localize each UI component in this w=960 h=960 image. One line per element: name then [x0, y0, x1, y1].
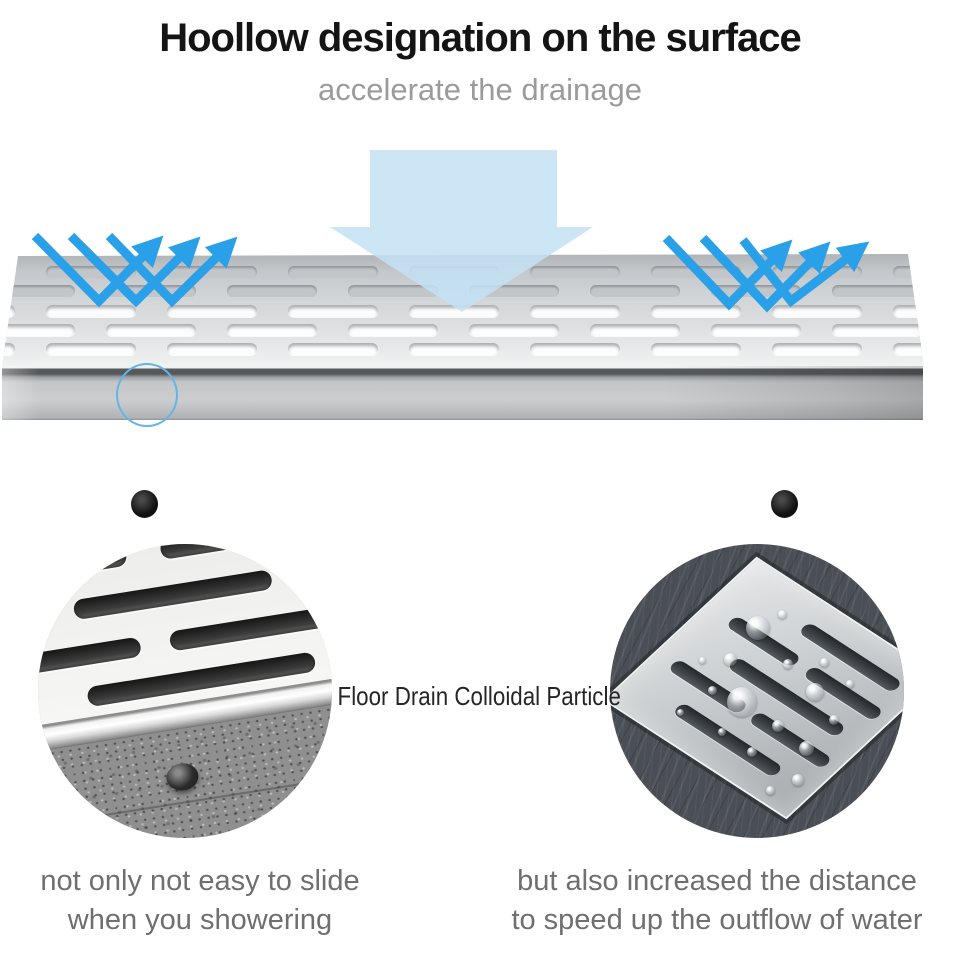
grate-slot — [2, 324, 75, 336]
page-title: Hoollow designation on the surface — [159, 16, 802, 60]
water-droplet-icon — [707, 685, 717, 695]
closeup-grate-photo — [38, 544, 332, 838]
water-droplet-icon — [723, 652, 737, 666]
grate-slot — [288, 343, 378, 355]
grate-slot — [2, 343, 15, 355]
closeup-slot — [72, 569, 274, 621]
grate-slot — [167, 266, 257, 278]
water-droplet-icon — [819, 657, 829, 667]
grate-slot — [530, 266, 620, 278]
caption-left: not only not easy to slide when you show… — [0, 862, 400, 940]
caption-line: not only not easy to slide — [40, 865, 360, 897]
grate-slot — [832, 324, 922, 336]
grate-slot — [590, 285, 680, 297]
water-droplet-icon — [806, 683, 824, 701]
water-droplet-icon — [718, 728, 726, 736]
screw-highlight-ring — [116, 363, 178, 427]
page-subtitle: accelerate the drainage — [317, 72, 642, 107]
closeup-slot — [299, 544, 332, 585]
grate-slot — [530, 343, 620, 355]
inset-center-label: Floor Drain Colloidal Particle — [337, 681, 621, 711]
grate-slot — [469, 324, 559, 336]
grate-slot — [530, 305, 620, 317]
grate-slot — [409, 343, 499, 355]
grate-slot — [2, 285, 75, 297]
grate-slot — [348, 285, 438, 297]
grate-slot — [772, 305, 862, 317]
closeup-slot — [159, 544, 332, 560]
caption-line: to speed up the outflow of water — [511, 904, 923, 936]
closeup-slot — [671, 702, 784, 779]
grate-slot — [167, 343, 257, 355]
grate-slot — [711, 324, 801, 336]
grate-slot — [46, 343, 136, 355]
water-down-arrow-icon — [330, 150, 593, 312]
water-droplet-icon — [747, 747, 757, 757]
closeup-droplets-photo — [610, 544, 904, 838]
grate-slot — [288, 266, 378, 278]
water-droplet-icon — [792, 774, 804, 786]
grate-slot — [409, 305, 499, 317]
grate-slot — [651, 343, 741, 355]
water-droplet-icon — [765, 785, 775, 795]
closeup-slot — [38, 545, 128, 585]
closeup-wet-plate — [610, 556, 904, 820]
closeup-screw-icon — [164, 761, 201, 793]
grate-slot — [46, 305, 136, 317]
closeup-slot — [168, 594, 332, 652]
water-droplet-icon — [798, 740, 814, 756]
water-droplet-icon — [846, 680, 854, 688]
grate-slot — [893, 266, 924, 278]
water-droplet-icon — [777, 609, 787, 619]
grate-slot — [288, 305, 378, 317]
grate-slot — [106, 324, 196, 336]
grate-slot — [227, 285, 317, 297]
water-droplet-icon — [783, 659, 793, 669]
water-droplet-icon — [746, 616, 770, 640]
closeup-grate-rotated-layers — [38, 544, 332, 838]
water-droplet-icon — [676, 708, 684, 716]
water-droplet-icon — [772, 720, 784, 732]
splash-arrows-left-icon — [31, 232, 238, 308]
closeup-slot — [38, 636, 143, 679]
grate-slot — [348, 324, 438, 336]
caption-right: but also increased the distance to speed… — [478, 862, 956, 940]
grate-slot — [893, 305, 924, 317]
grate-slot — [227, 324, 317, 336]
grate-slot — [651, 305, 741, 317]
water-droplet-icon — [698, 656, 706, 664]
water-droplet-icon — [727, 687, 757, 717]
grate-slot — [167, 305, 257, 317]
grate-slot — [2, 266, 15, 278]
grate-slot — [772, 343, 862, 355]
grate-slot — [590, 324, 680, 336]
screw-hole-left-icon — [131, 490, 158, 518]
splash-arrows-right-icon — [662, 234, 870, 313]
grate-slot — [2, 305, 15, 317]
screw-hole-right-icon — [771, 490, 798, 518]
caption-line: when you showering — [67, 904, 333, 936]
caption-line: but also increased the distance — [517, 865, 917, 897]
grate-slot — [893, 343, 924, 355]
grate-slot — [832, 285, 922, 297]
water-droplet-icon — [829, 715, 839, 725]
